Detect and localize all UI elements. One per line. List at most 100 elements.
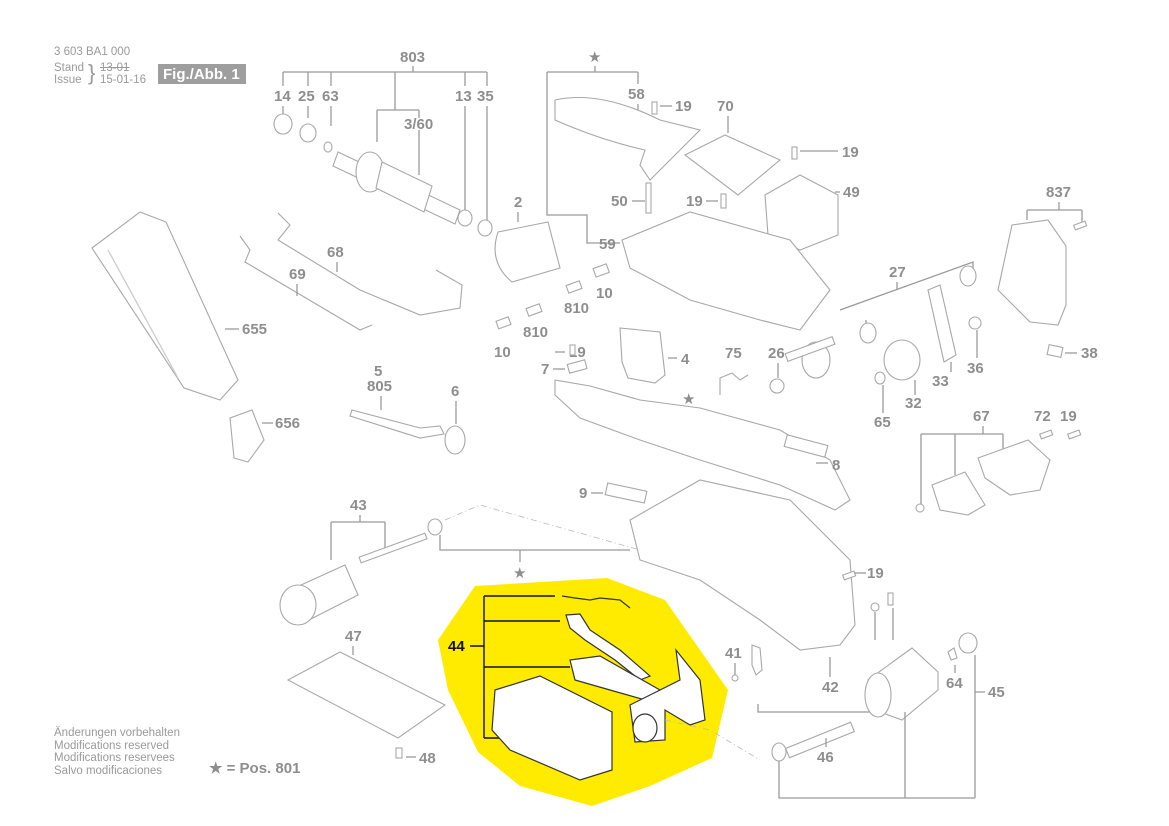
label-655[interactable]: 655 bbox=[242, 321, 267, 338]
label-2[interactable]: 2 bbox=[514, 194, 522, 211]
part-65-ring bbox=[874, 371, 886, 385]
label-46[interactable]: 46 bbox=[817, 749, 834, 766]
label-4[interactable]: 4 bbox=[681, 351, 690, 368]
part-43-roller-end bbox=[279, 584, 317, 626]
label-65[interactable]: 65 bbox=[874, 414, 891, 431]
issue-value: 15-01-16 bbox=[100, 74, 147, 86]
label-805[interactable]: 805 bbox=[367, 378, 392, 395]
label-33[interactable]: 33 bbox=[932, 373, 949, 390]
label-810-a[interactable]: 810 bbox=[564, 300, 589, 317]
part-70-cover bbox=[683, 134, 782, 196]
leader-42 bbox=[757, 608, 894, 713]
part-810-brush-b bbox=[525, 303, 543, 317]
label-837[interactable]: 837 bbox=[1046, 184, 1071, 201]
label-72[interactable]: 72 bbox=[1034, 408, 1051, 425]
leaders-68-69 bbox=[296, 262, 338, 296]
label-35[interactable]: 35 bbox=[477, 88, 494, 105]
leader-67 bbox=[920, 426, 1004, 505]
label-13[interactable]: 13 bbox=[455, 88, 472, 105]
part-46-axle bbox=[784, 721, 856, 759]
part-47-plate bbox=[286, 651, 447, 739]
part-43-bearing bbox=[427, 518, 443, 536]
screw-19b bbox=[791, 146, 798, 160]
leader-837 bbox=[1026, 202, 1083, 222]
part-38-plate bbox=[1046, 344, 1064, 358]
part-44-lever bbox=[565, 613, 652, 681]
part-46-bearing bbox=[771, 742, 787, 762]
dust-box-edge bbox=[107, 249, 179, 379]
screw-19e bbox=[1066, 429, 1082, 440]
label-6[interactable]: 6 bbox=[451, 383, 459, 400]
label-25[interactable]: 25 bbox=[298, 88, 315, 105]
label-59[interactable]: 59 bbox=[599, 236, 616, 253]
label-44[interactable]: 44 bbox=[448, 638, 465, 655]
label-3-60[interactable]: 3/60 bbox=[404, 116, 433, 133]
label-50[interactable]: 50 bbox=[611, 193, 628, 210]
part-14-washer bbox=[273, 113, 293, 135]
part-63-clip bbox=[323, 141, 333, 153]
part-45-roller-end bbox=[864, 672, 892, 718]
label-32[interactable]: 32 bbox=[905, 395, 922, 412]
label-45[interactable]: 45 bbox=[988, 684, 1005, 701]
label-26[interactable]: 26 bbox=[768, 345, 785, 362]
issue-label: Issue bbox=[54, 74, 82, 86]
label-10-a[interactable]: 10 bbox=[596, 285, 613, 302]
part-75-spring bbox=[719, 372, 749, 395]
label-19-e[interactable]: 19 bbox=[1060, 408, 1077, 425]
part-42-housing-bottom bbox=[629, 479, 856, 651]
label-656[interactable]: 656 bbox=[275, 415, 300, 432]
label-58[interactable]: 58 bbox=[628, 86, 645, 103]
label-14[interactable]: 14 bbox=[274, 88, 291, 105]
part-837-cover bbox=[997, 219, 1067, 326]
part-67-cover-left bbox=[931, 471, 986, 516]
label-810-b[interactable]: 810 bbox=[523, 324, 548, 341]
label-803[interactable]: 803 bbox=[400, 49, 425, 66]
part-26-bushing bbox=[769, 378, 785, 394]
part-10-holder-b bbox=[495, 316, 512, 330]
part-67-screw bbox=[915, 503, 925, 513]
label-19-c[interactable]: 19 bbox=[686, 193, 703, 210]
label-19-f[interactable]: 19 bbox=[867, 565, 884, 582]
leader-43 bbox=[330, 515, 386, 560]
label-43[interactable]: 43 bbox=[350, 497, 367, 514]
label-19-a[interactable]: 19 bbox=[675, 98, 692, 115]
label-10-b[interactable]: 10 bbox=[494, 344, 511, 361]
label-36[interactable]: 36 bbox=[967, 360, 984, 377]
label-27[interactable]: 27 bbox=[889, 264, 906, 281]
label-69[interactable]: 69 bbox=[289, 266, 306, 283]
part-42-clip bbox=[751, 644, 763, 676]
label-63[interactable]: 63 bbox=[322, 88, 339, 105]
screw-rear bbox=[887, 592, 894, 606]
label-67[interactable]: 67 bbox=[973, 408, 990, 425]
label-68[interactable]: 68 bbox=[327, 244, 344, 261]
part-35-bearing bbox=[477, 219, 493, 237]
part-44-housing bbox=[491, 675, 613, 781]
part-655-dust-box bbox=[91, 211, 239, 401]
label-5[interactable]: 5 bbox=[374, 363, 382, 380]
label-70[interactable]: 70 bbox=[717, 98, 734, 115]
label-48[interactable]: 48 bbox=[419, 750, 436, 767]
label-38[interactable]: 38 bbox=[1081, 345, 1098, 362]
leader-27 bbox=[839, 261, 974, 328]
part-69-wire bbox=[239, 235, 373, 331]
label-41[interactable]: 41 bbox=[725, 645, 742, 662]
part-27-pinion bbox=[959, 265, 977, 287]
axis-line-43 bbox=[444, 504, 641, 551]
label-8[interactable]: 8 bbox=[832, 457, 840, 474]
label-47[interactable]: 47 bbox=[345, 628, 362, 645]
label-9[interactable]: 9 bbox=[579, 485, 587, 502]
part-33-belt bbox=[927, 284, 957, 363]
leaders-cable bbox=[380, 396, 457, 424]
label-64[interactable]: 64 bbox=[946, 675, 963, 692]
label-42[interactable]: 42 bbox=[822, 679, 839, 696]
label-49[interactable]: 49 bbox=[843, 184, 860, 201]
part-rear-nut bbox=[870, 602, 880, 612]
modification-notes: Änderungen vorbehalten Modifications res… bbox=[54, 727, 180, 777]
label-75[interactable]: 75 bbox=[725, 345, 742, 362]
leader-58-59 bbox=[546, 66, 639, 244]
label-19-b[interactable]: 19 bbox=[842, 144, 859, 161]
part-32-pulley bbox=[883, 339, 921, 381]
part-housing-main bbox=[554, 379, 851, 511]
label-7[interactable]: 7 bbox=[541, 361, 549, 378]
